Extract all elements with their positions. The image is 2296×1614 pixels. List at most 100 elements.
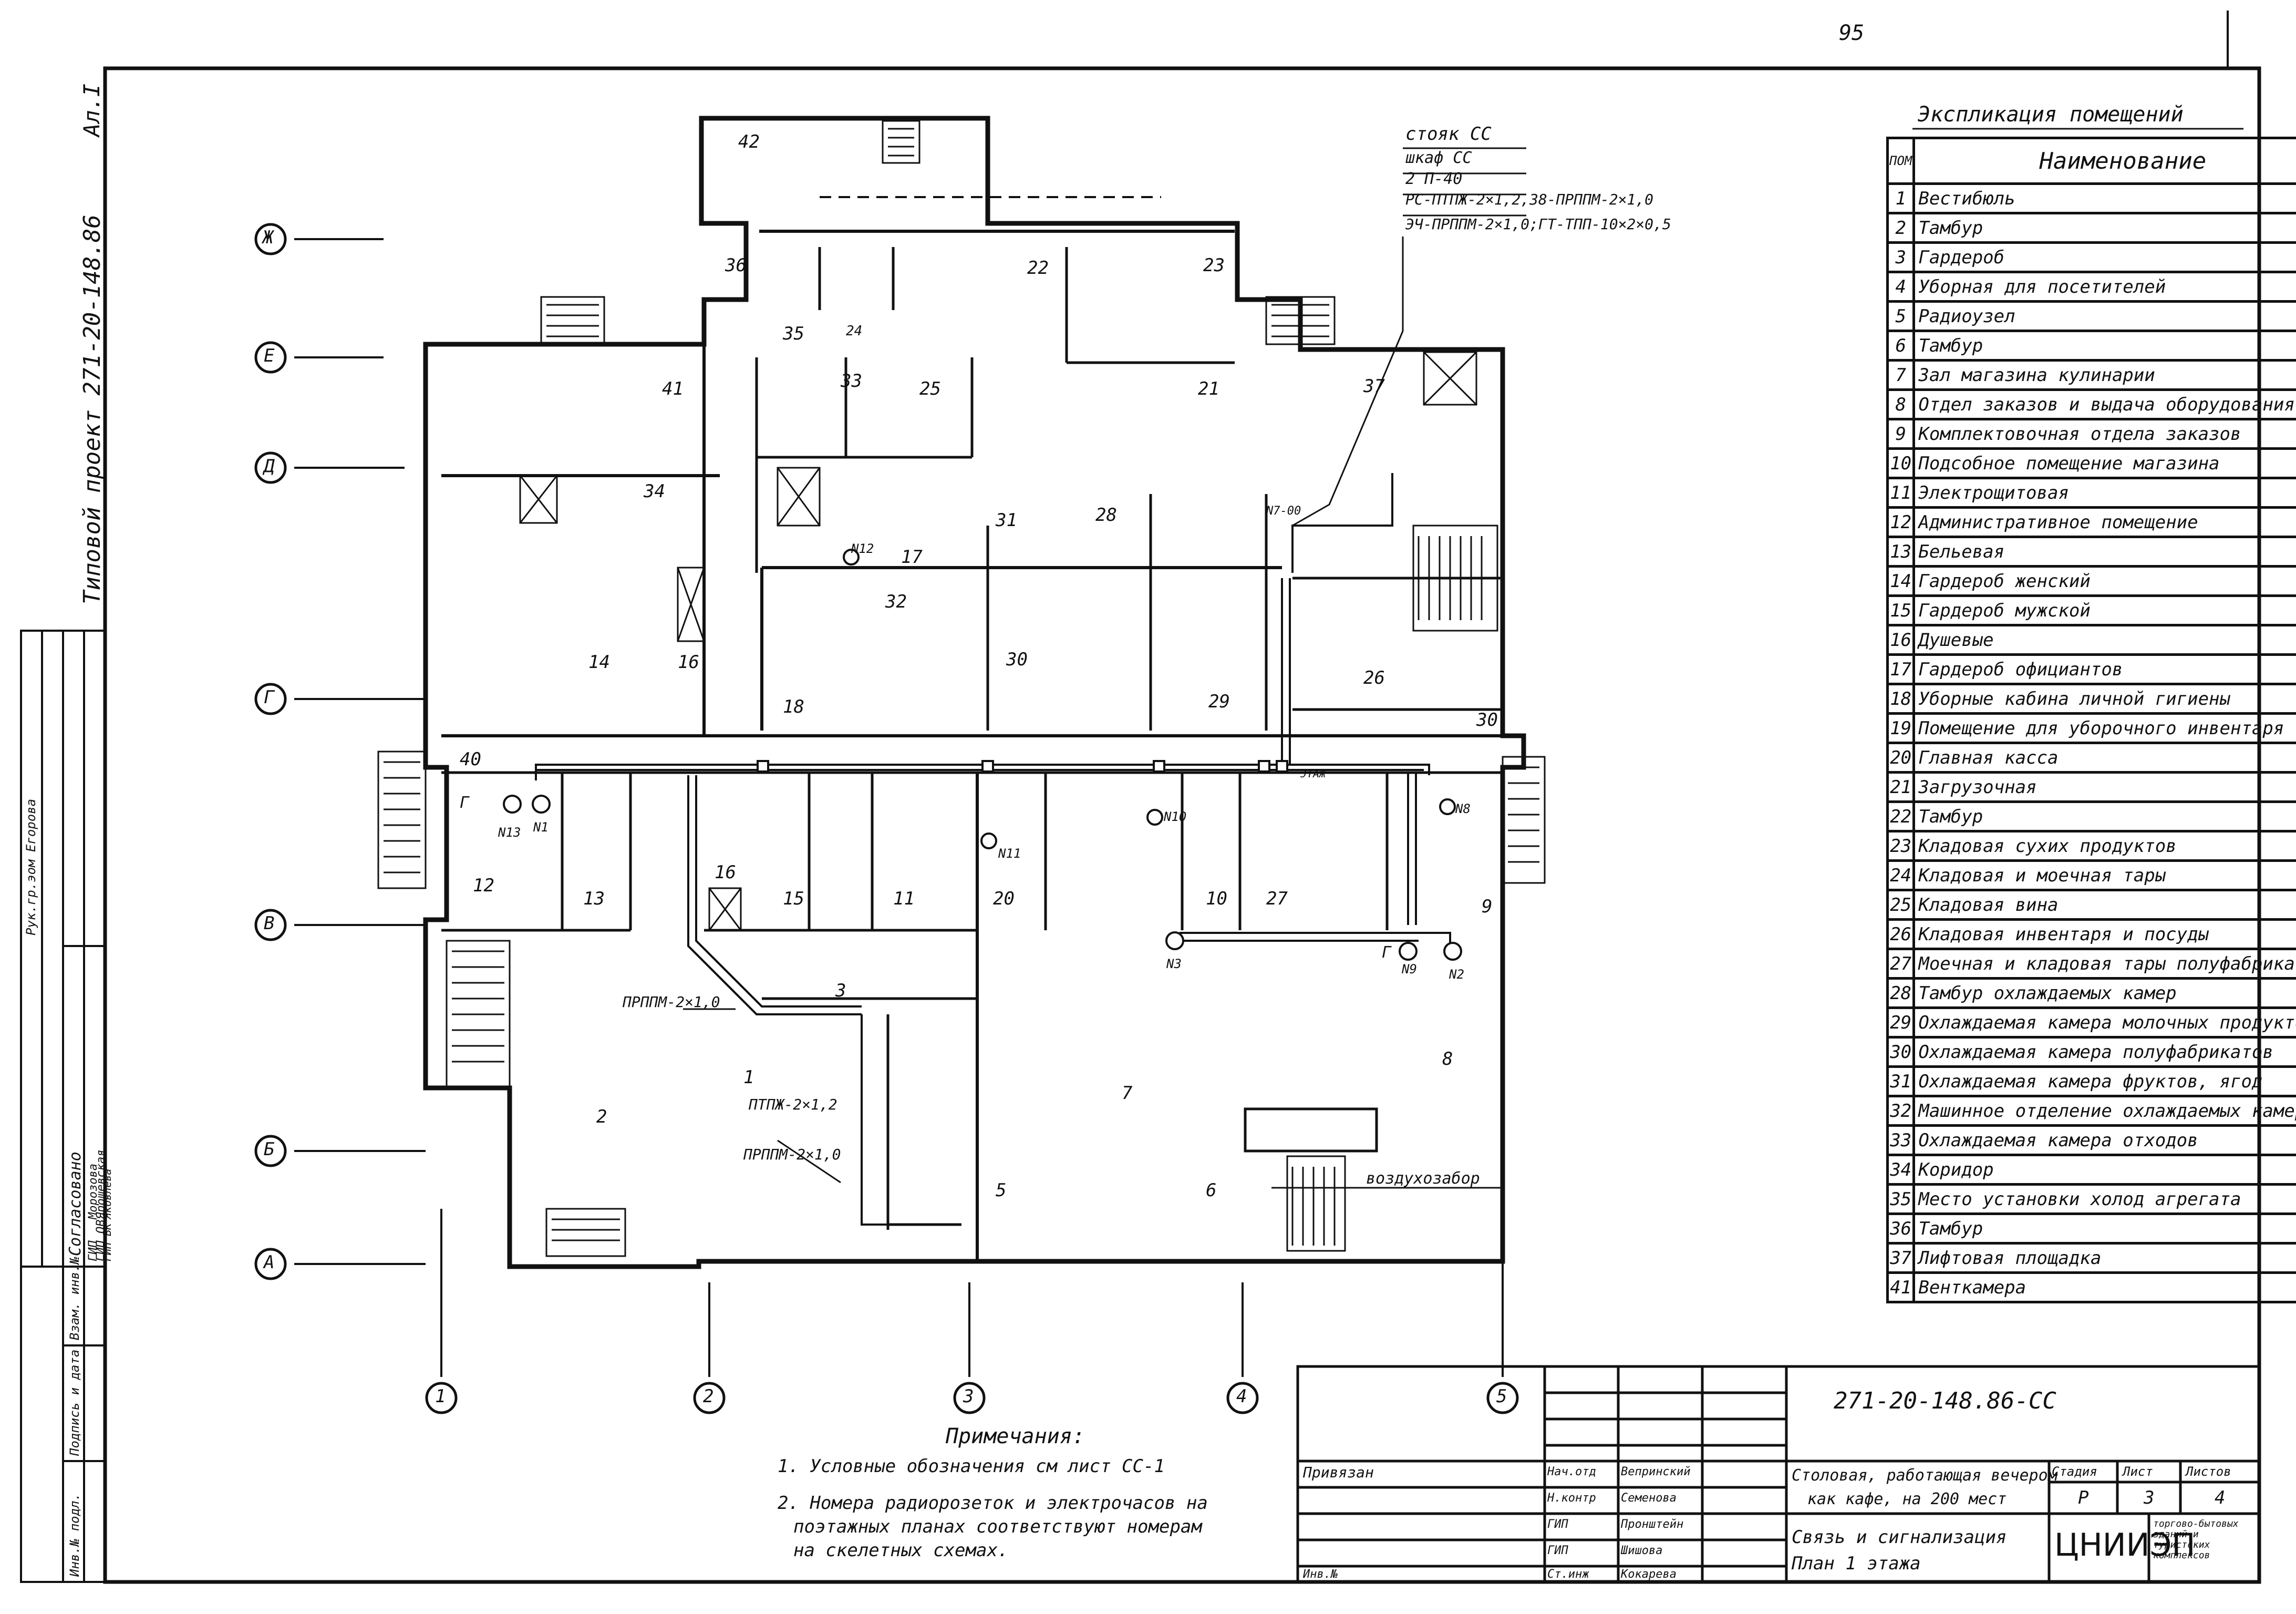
grid-axes xyxy=(294,238,1504,1377)
room-number: 1 xyxy=(1886,182,1916,214)
stamp-head: Рук.гр.эом Егорова xyxy=(24,798,38,935)
inv-label: Инв.№ xyxy=(1303,1568,1338,1581)
room-name: Лифтовая площадка xyxy=(1912,1242,2296,1274)
room-number: 8 xyxy=(1886,388,1916,420)
axis-label-a: А xyxy=(264,1252,275,1273)
room-name: Уборные кабина личной гигиены xyxy=(1912,683,2296,715)
room-name: Тамбур xyxy=(1912,330,2296,362)
room-label: 30 xyxy=(1006,649,1028,670)
room-label: 28 xyxy=(1095,505,1117,526)
room-number: 34 xyxy=(1886,1154,1916,1186)
room-name: Гардероб официантов xyxy=(1912,653,2296,685)
axis-label-d: Д xyxy=(264,456,275,477)
room-label: 6 xyxy=(1206,1180,1217,1201)
room-number: 12 xyxy=(1886,506,1916,538)
staff-name: Семенова xyxy=(1621,1492,1677,1505)
room-number: 11 xyxy=(1886,477,1916,509)
room-label: 36 xyxy=(725,255,747,276)
room-name: Венткамера xyxy=(1912,1271,2296,1303)
room-number: 20 xyxy=(1886,742,1916,774)
stamp-col: Подпись и дата xyxy=(67,1349,82,1456)
stamp-name: Яковлева xyxy=(101,1168,113,1219)
room-number: 41 xyxy=(1886,1271,1916,1303)
room-number: 17 xyxy=(1886,653,1916,685)
axis-label-e: Е xyxy=(264,345,275,366)
room-name: Охлаждаемая камера полуфабрикатов xyxy=(1912,1036,2296,1068)
room-label: 26 xyxy=(1363,667,1385,688)
project-name-1: Столовая, работающая вечером xyxy=(1792,1466,2057,1485)
room-number: 18 xyxy=(1886,683,1916,715)
room-number: 25 xyxy=(1886,889,1916,921)
room-name: Место установки холод агрегата xyxy=(1912,1183,2296,1215)
room-label: 2 xyxy=(596,1106,607,1127)
room-number: 9 xyxy=(1886,418,1916,450)
room-label: 22 xyxy=(1027,258,1049,279)
room-number: 19 xyxy=(1886,712,1916,744)
room-label: 24 xyxy=(846,323,863,339)
stage-value: Р xyxy=(2078,1487,2089,1508)
room-label: 42 xyxy=(738,131,760,152)
riser-line: шкаф СС xyxy=(1405,149,1472,167)
axis-label-b: Б xyxy=(264,1139,275,1160)
room-name: Моечная и кладовая тары полуфабрикатов xyxy=(1912,948,2296,980)
cable-routes xyxy=(535,473,1451,1226)
axis-label-4: 4 xyxy=(1236,1386,1247,1407)
room-label: 34 xyxy=(644,481,665,502)
room-number: 3 xyxy=(1886,241,1916,273)
device-label: N9 xyxy=(1402,962,1417,976)
org-logo: ЦНИИЭП xyxy=(2054,1527,2196,1564)
explication-title: Экспликация помещений xyxy=(1918,102,2184,127)
room-number: 31 xyxy=(1886,1065,1916,1097)
room-number: 37 xyxy=(1886,1242,1916,1274)
room-label: Г xyxy=(1382,943,1392,962)
attached-label: Привязан xyxy=(1303,1464,1374,1481)
room-name: Тамбур xyxy=(1912,1212,2296,1245)
title-block-grid xyxy=(1296,1365,2261,1584)
left-stamp-grid xyxy=(20,630,106,1583)
room-label: 40 xyxy=(460,749,481,770)
room-number: 5 xyxy=(1886,300,1916,332)
room-number: 24 xyxy=(1886,859,1916,891)
room-name: Отдел заказов и выдача оборудования xyxy=(1912,388,2296,420)
room-label: 23 xyxy=(1203,255,1225,276)
sheet-name-1: Связь и сигнализация xyxy=(1792,1527,2007,1548)
devices xyxy=(503,549,1462,961)
vertical-title: Типовой проект 271-20-148.86 xyxy=(79,214,106,604)
room-number: 33 xyxy=(1886,1124,1916,1156)
room-name: Подсобное помещение магазина xyxy=(1912,447,2296,479)
building-walls xyxy=(423,116,1526,1269)
top-left-format: Ал.I xyxy=(79,83,105,137)
room-number: 2 xyxy=(1886,212,1916,244)
staff-role: Ст.инж xyxy=(1547,1568,1589,1581)
room-label: 11 xyxy=(893,888,915,909)
room-label: 16 xyxy=(678,652,699,673)
stamp-agreed: Согласовано xyxy=(66,1152,85,1256)
project-name-2: как кафе, на 200 мест xyxy=(1807,1490,2007,1508)
axis-label-v: В xyxy=(264,913,275,934)
staff-role: Нач.отд xyxy=(1547,1465,1596,1478)
room-number: 35 xyxy=(1886,1183,1916,1215)
axis-label-1: 1 xyxy=(435,1386,446,1407)
room-name: Машинное отделение охлаждаемых камер xyxy=(1912,1095,2296,1127)
room-number: 22 xyxy=(1886,800,1916,832)
room-label: 32 xyxy=(885,591,907,612)
room-number: 21 xyxy=(1886,771,1916,803)
device-label: N10 xyxy=(1164,809,1187,824)
note-line: на скелетных схемах. xyxy=(793,1540,1009,1561)
room-name: Радиоузел xyxy=(1912,300,2296,332)
staff-name: Кокарева xyxy=(1621,1568,1677,1581)
room-label: 12 xyxy=(473,875,494,896)
